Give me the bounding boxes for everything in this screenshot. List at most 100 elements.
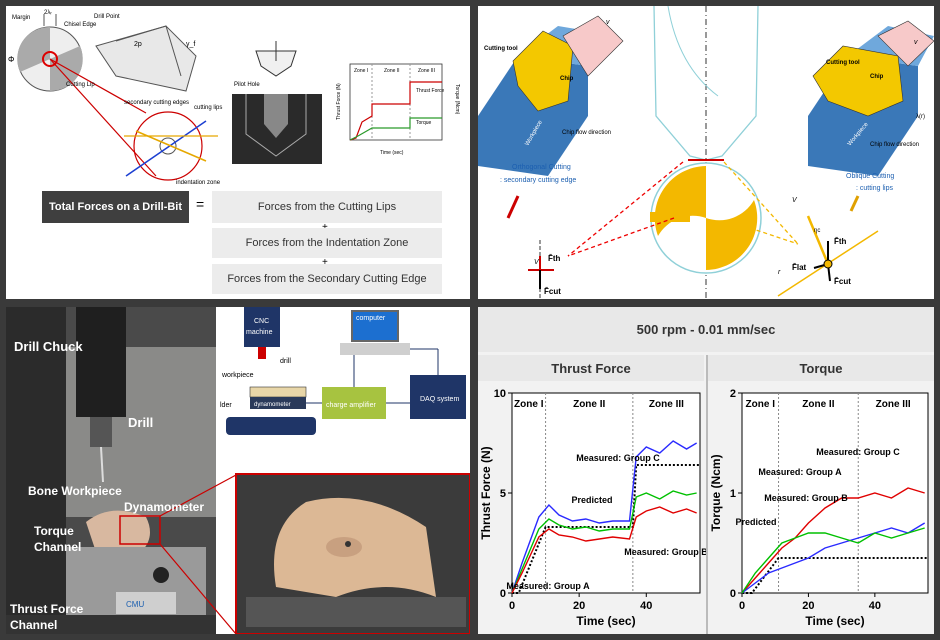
annotation-label: Measured: Group C	[816, 447, 900, 457]
phi-label: Φ	[8, 55, 14, 64]
gamma-label: γ_f	[186, 41, 195, 48]
x-tick-label: 40	[640, 600, 652, 612]
plus-sign-2: +	[322, 257, 328, 268]
right-chip-flow-label: Chip flow direction	[870, 142, 919, 148]
x-axis-label: Time (sec)	[805, 614, 864, 628]
cmu-label: CMU	[126, 600, 144, 609]
drill-point-label: Drill Point	[94, 14, 120, 20]
experimental-setup-panel: Drill Chuck Drill Bone Workpiece Dynamom…	[6, 307, 470, 634]
mini-torque-label: Torque	[416, 120, 432, 126]
term-indentation-zone: Forces from the Indentation Zone	[212, 228, 442, 258]
series-line-measured-group-c	[511, 440, 698, 594]
zone-label: Zone I	[746, 399, 776, 410]
experimental-setup-diagram: Drill Chuck Drill Bone Workpiece Dynamom…	[6, 307, 470, 634]
total-forces-label: Total Forces on a Drill-Bit	[42, 191, 189, 223]
annotation-label: Predicted	[735, 517, 776, 527]
zone-label: Zone III	[876, 399, 911, 410]
series-line-measured-group-a	[741, 522, 926, 594]
right-force-fth: F̄th	[834, 237, 847, 246]
orthogonal-caption-1: Orthogonal Cutting	[512, 164, 571, 171]
y-tick-label: 5	[500, 488, 506, 500]
left-force-fcut: F̄cut	[544, 287, 561, 296]
oblique-caption-1: Oblique Cutting	[846, 173, 894, 180]
drill-geometry-panel: Margin 2λᵣ Chisel Edge Drill Point 2p γ_…	[6, 6, 470, 299]
left-chip-flow-label: Chip flow direction	[562, 130, 611, 136]
plot-area	[741, 392, 929, 594]
charge-amplifier-label: charge amplifier	[326, 402, 376, 409]
zone-label: Zone II	[802, 399, 834, 410]
mini-zone-1: Zone I	[354, 68, 368, 74]
right-force-nc: ηc	[814, 228, 820, 234]
series-line-measured-group-b	[511, 490, 697, 594]
right-force-fcut: F̄cut	[834, 277, 851, 286]
left-force-v: V	[534, 259, 540, 266]
results-panel: 500 rpm - 0.01 mm/sec Thrust Force Torqu…	[478, 307, 934, 634]
x-axis-label: Time (sec)	[576, 614, 635, 628]
mini-thrust-label: Thrust Force	[416, 88, 445, 94]
holder-schematic-label: lder	[220, 402, 232, 409]
series-line-predicted	[742, 557, 928, 594]
x-tick-label: 0	[509, 600, 515, 612]
series-line-measured-group-a	[511, 506, 697, 594]
x-tick-label: 20	[802, 600, 814, 612]
dynamometer-label: Dynamometer	[124, 500, 204, 514]
thrust-channel-label-2: Channel	[10, 618, 57, 632]
x-tick-label: 40	[869, 600, 881, 612]
lambda-r-label: λ(r)	[916, 114, 925, 120]
two-lambda-label: 2λᵣ	[44, 10, 52, 16]
term-cutting-lips: Forces from the Cutting Lips	[212, 191, 442, 223]
mini-xlabel: Time (sec)	[380, 150, 404, 156]
series-line-predicted	[512, 464, 700, 594]
right-chip-label: Chip	[870, 74, 884, 80]
annotation-label: Measured: Group A	[758, 467, 842, 477]
mini-zone-2: Zone II	[384, 68, 400, 74]
torque-channel-label-2: Channel	[34, 540, 81, 554]
cnc-label-2: machine	[246, 329, 273, 336]
x-tick-label: 20	[573, 600, 585, 612]
right-v-label: v	[914, 39, 918, 46]
right-cutting-tool-label: Cutting tool	[826, 60, 860, 66]
left-chip-label: Chip	[560, 76, 574, 82]
drill-chuck-label: Drill Chuck	[14, 339, 83, 354]
indentation-zone-label: indentation zone	[176, 180, 221, 186]
y-tick-label: 0	[730, 588, 736, 600]
left-force-fth: F̄th	[548, 254, 561, 263]
y-tick-label: 2	[730, 388, 736, 400]
drill-schematic-label: drill	[280, 358, 291, 365]
series-line-measured-group-b	[741, 527, 925, 594]
annotation-label: Measured: Group B	[624, 547, 706, 557]
term-secondary-edge: Forces from the Secondary Cutting Edge	[212, 264, 442, 294]
annotation-label: Measured: Group C	[576, 453, 660, 463]
chisel-edge-label: Chisel Edge	[64, 22, 97, 28]
y-axis-label: Thrust Force (N)	[479, 446, 493, 539]
zone-label: Zone II	[573, 399, 605, 410]
left-cutting-tool-label: Cutting tool	[484, 46, 518, 52]
mini-zone-3: Zone III	[418, 68, 435, 74]
mini-force-chart: Zone I Zone II Zone III Thrust Force Tor…	[336, 63, 460, 156]
mini-ylabel-left: Thrust Force (N)	[336, 83, 342, 120]
drill-label: Drill	[128, 415, 153, 430]
thrust-channel-label-1: Thrust Force	[10, 602, 84, 616]
y-tick-label: 10	[494, 388, 506, 400]
cnc-label-1: CNC	[254, 318, 269, 325]
series-line-measured-group-c	[741, 487, 925, 594]
torque-channel-label-1: Torque	[34, 524, 74, 538]
right-force-v: V	[792, 197, 798, 204]
plot-area	[511, 392, 701, 594]
dynamometer-schematic-label: dynamometer	[254, 402, 291, 408]
orthogonal-caption-2: : secondary cutting edge	[500, 177, 576, 184]
y-tick-label: 1	[730, 488, 736, 500]
cutting-mechanics-diagram: Cutting tool v Chip Workpiece Chip flow …	[478, 6, 934, 299]
cutting-mechanics-panel: Cutting tool v Chip Workpiece Chip flow …	[478, 6, 934, 299]
zone-label: Zone III	[649, 399, 684, 410]
annotation-label: Measured: Group A	[506, 581, 590, 591]
bone-workpiece-label: Bone Workpiece	[28, 484, 122, 498]
two-p-label: 2p	[134, 41, 142, 48]
zone-label: Zone I	[514, 399, 544, 410]
left-v-label: v	[606, 19, 610, 26]
torque-chart-title: Torque	[708, 355, 934, 381]
right-force-r: r	[778, 269, 781, 276]
daq-label: DAQ system	[420, 396, 459, 403]
